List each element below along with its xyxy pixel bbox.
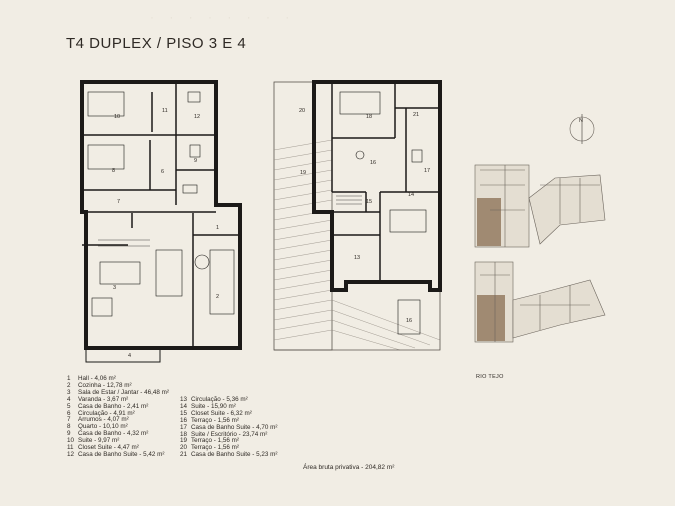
site-label: RIO TEJO <box>476 374 504 380</box>
room-label-18: 18 <box>366 114 372 120</box>
room-label-9: 9 <box>194 158 197 164</box>
room-label-16a: 16 <box>370 160 376 166</box>
room-label-2: 2 <box>216 294 219 300</box>
site-plan <box>474 114 606 343</box>
room-label-13: 13 <box>354 255 360 261</box>
room-label-21: 21 <box>413 112 419 118</box>
room-label-14: 14 <box>408 192 414 198</box>
room-label-19: 19 <box>300 170 306 176</box>
room-label-6: 6 <box>161 169 164 175</box>
room-label-12: 12 <box>194 114 200 120</box>
floor-plan-piso-3 <box>80 80 242 363</box>
room-label-4: 4 <box>128 353 131 359</box>
room-label-11: 11 <box>162 108 168 114</box>
faded-header-text: · · · · · · · · <box>150 10 296 24</box>
compass-label: N <box>579 118 583 124</box>
room-label-3: 3 <box>113 285 116 291</box>
total-area: Área bruta privativa - 204,82 m² <box>303 464 395 471</box>
room-label-1: 1 <box>216 225 219 231</box>
room-label-17: 17 <box>424 168 430 174</box>
room-label-8: 8 <box>112 168 115 174</box>
room-label-7: 7 <box>117 199 120 205</box>
room-label-15: 15 <box>366 199 372 205</box>
floor-plan-piso-4 <box>273 80 442 351</box>
room-label-10: 10 <box>114 114 120 120</box>
page-title: T4 DUPLEX / PISO 3 E 4 <box>66 35 247 52</box>
room-label-16b: 16 <box>406 318 412 324</box>
room-label-20: 20 <box>299 108 305 114</box>
